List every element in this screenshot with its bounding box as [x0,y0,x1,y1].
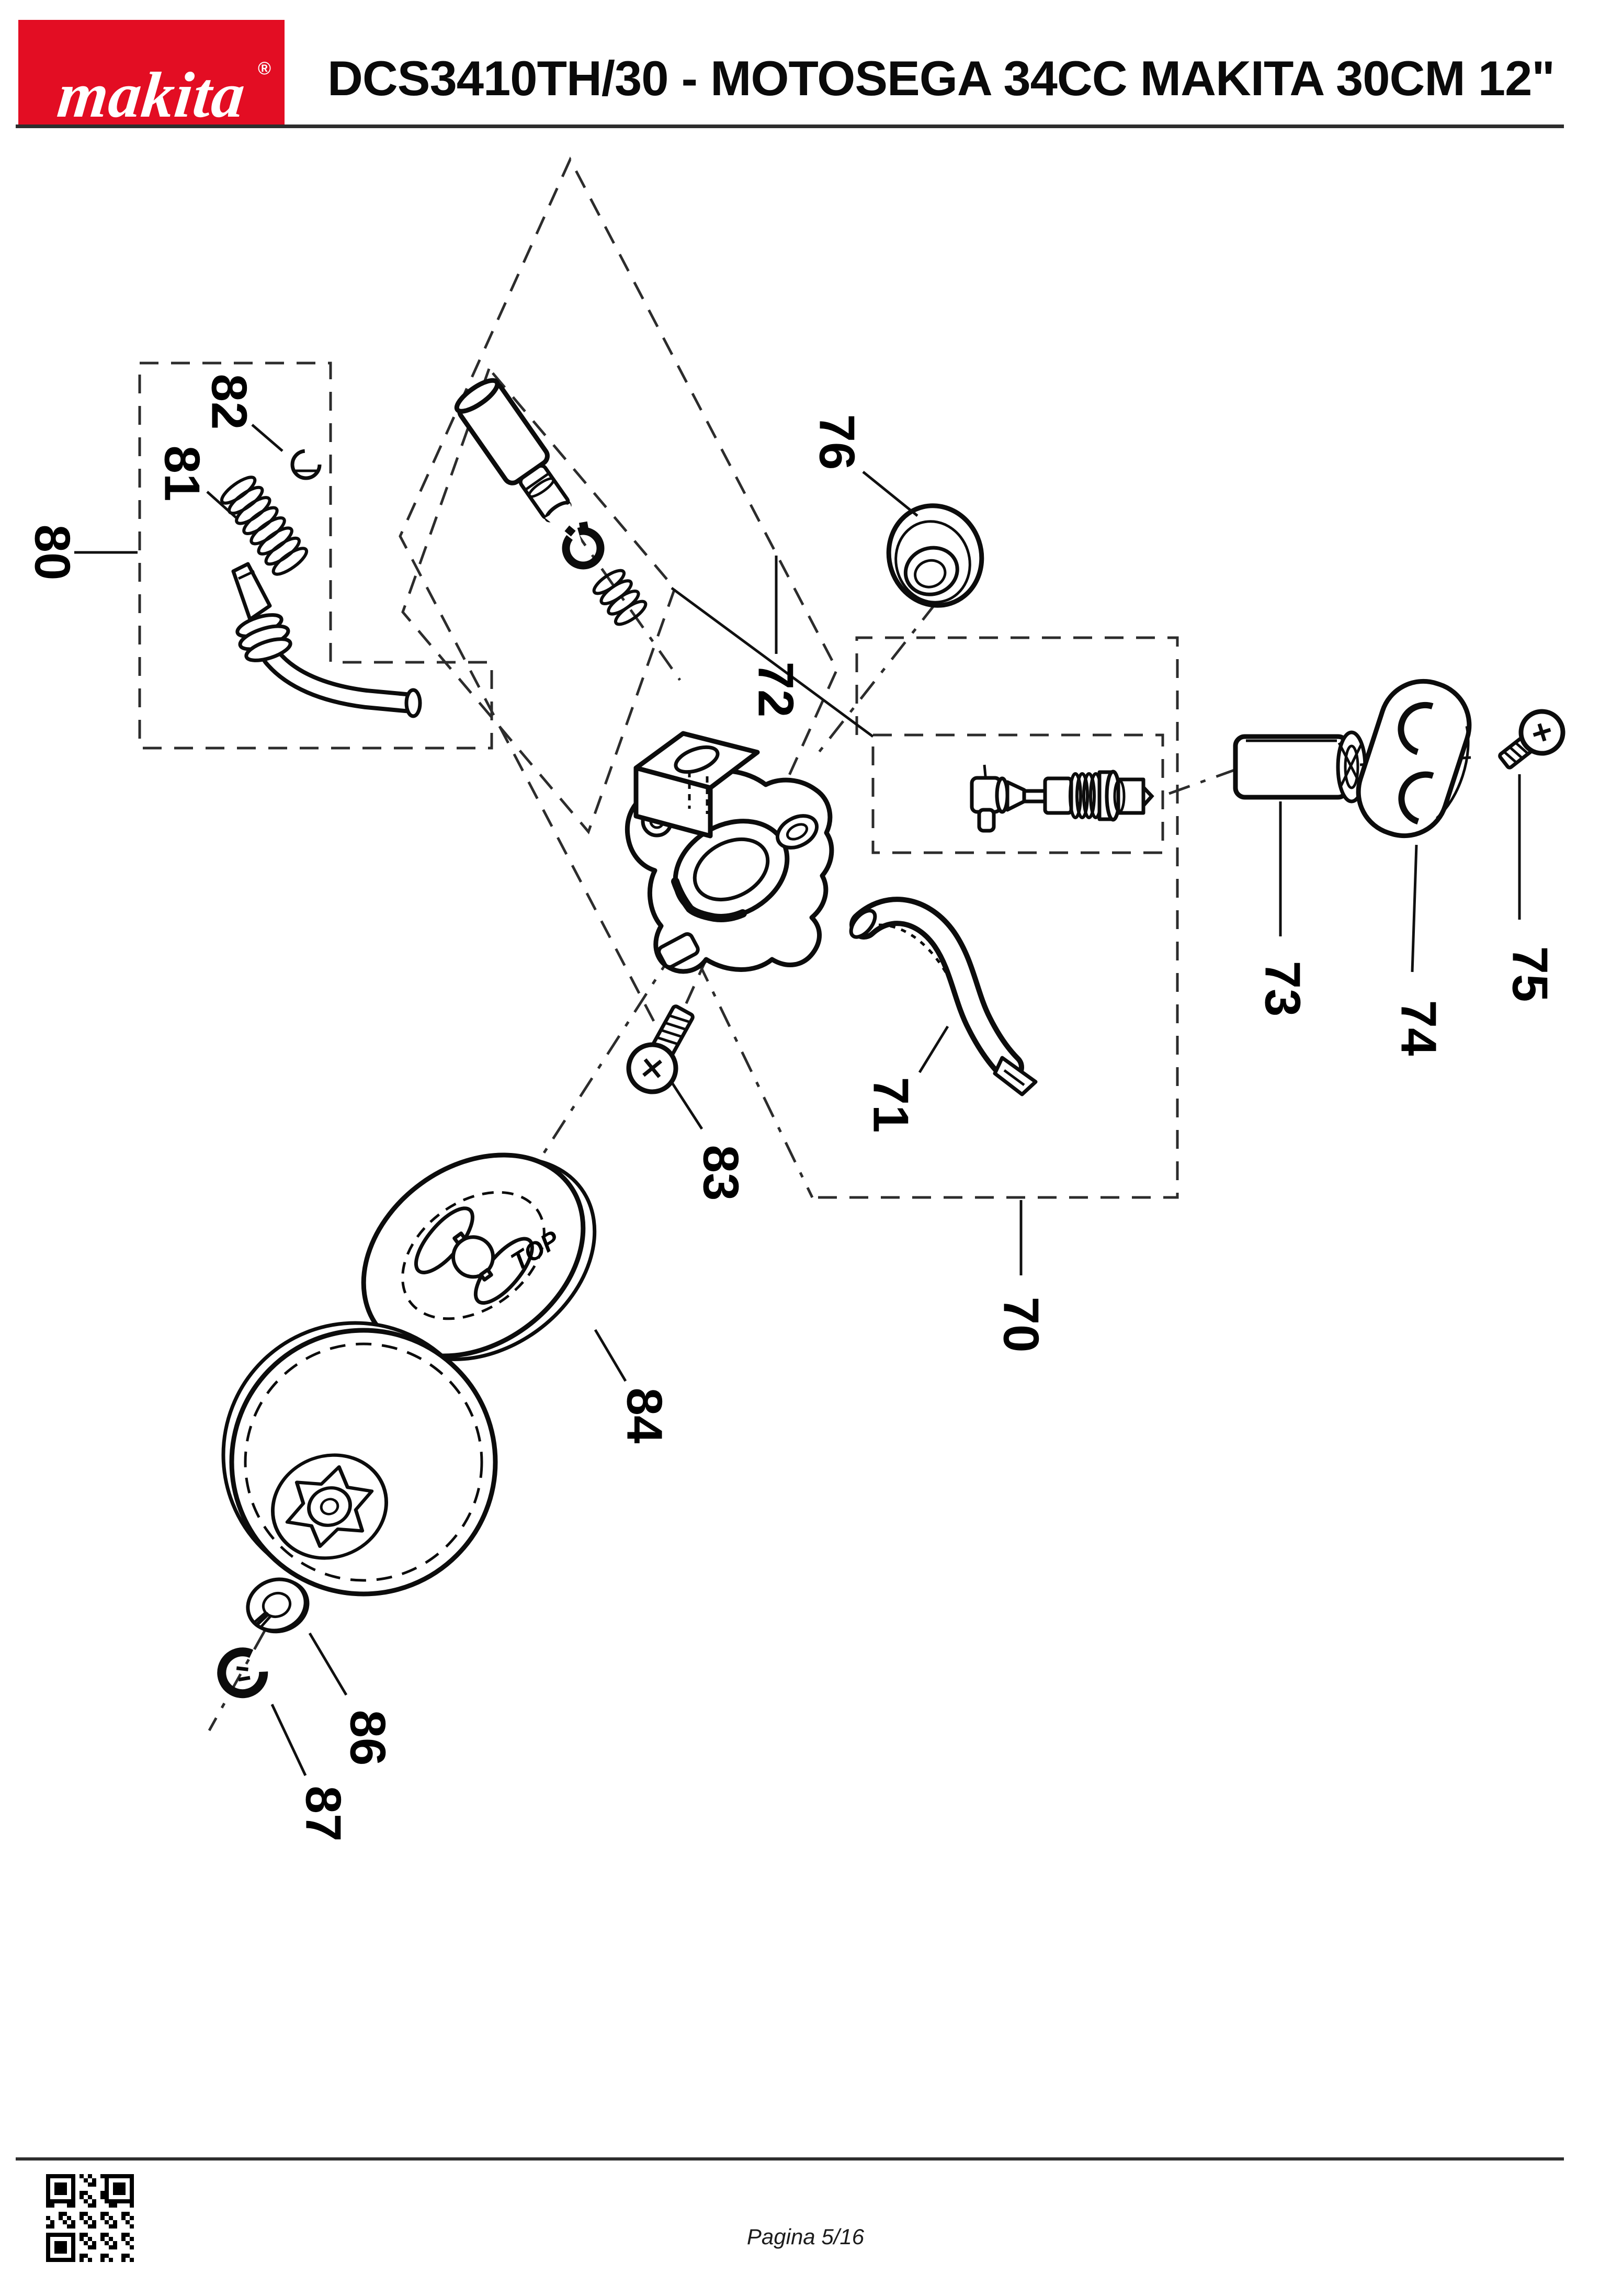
part-label-76: 76 [809,414,865,470]
e-clip-87 [217,1647,268,1699]
page-number: Pagina 5/16 [746,2224,865,2249]
qr-code-icon [46,2174,134,2262]
header-divider [16,125,1564,128]
fuel-elbow-assembly [231,562,422,718]
leader-lines [74,424,1521,1777]
washer-86 [246,1577,310,1634]
cap-76 [886,503,984,608]
part-label-87: 87 [296,1786,351,1842]
part-label-83: 83 [693,1145,749,1201]
part-label-80: 80 [25,525,81,581]
carburetor-body [625,731,834,974]
cylinder-73 [1233,730,1367,804]
part-label-71: 71 [863,1077,919,1133]
part-label-82: 82 [201,374,257,430]
part-label-86: 86 [340,1710,396,1766]
clutch-assembly-84: TOP [361,1152,597,1361]
hose-71 [849,897,1038,1096]
pump-spring [592,569,648,626]
page-title: DCS3410TH/30 - MOTOSEGA 34CC MAKITA 30CM… [327,51,1555,106]
makita-logo: makita ® [18,20,285,131]
screw-75 [1498,709,1565,770]
detail-link-line [671,586,874,738]
pump-plunger [454,378,572,523]
screw-83 [626,1004,695,1094]
part-label-70: 70 [993,1297,1049,1353]
spring-81 [220,476,309,576]
clip-82 [290,449,322,480]
part-label-81: 81 [154,446,210,502]
part-label-74: 74 [1391,1000,1447,1056]
retaining-clip [545,503,605,570]
part-label-75: 75 [1502,946,1558,1002]
retainer-plate-74 [1356,678,1472,839]
logo-background [18,20,285,126]
footer-divider [16,2157,1564,2161]
sprocket-drum [221,1321,498,1597]
part-number-labels: 70 71 72 73 74 75 76 80 81 82 83 84 86 8… [25,374,1558,1842]
needle-valve-assembly [970,764,1154,833]
part-label-84: 84 [617,1388,673,1444]
registered-trademark-icon: ® [257,59,271,78]
part-label-73: 73 [1255,961,1311,1017]
part-label-72: 72 [748,662,804,718]
